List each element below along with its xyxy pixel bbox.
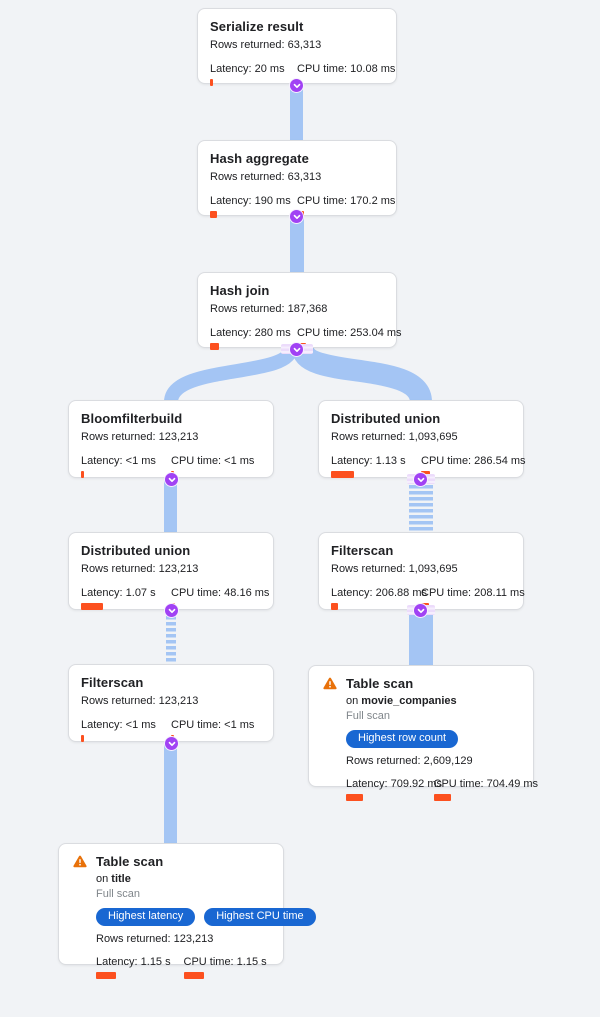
- plan-node-table-scan-movie-companies[interactable]: Table scan on movie_companies Full scan …: [308, 665, 539, 801]
- plan-node-bloomfilterbuild[interactable]: Bloomfilterbuild Rows returned: 123,213 …: [68, 400, 274, 478]
- latency-text: Latency: 1.13 s: [331, 455, 406, 467]
- edge-hashaggregate-hashjoin: [290, 214, 304, 274]
- badge-highest-latency: Highest latency: [96, 908, 196, 926]
- latency-bar: [331, 603, 338, 610]
- scan-type-text: Full scan: [346, 710, 391, 722]
- cpu-time-text: CPU time: 286.54 ms: [421, 455, 526, 467]
- node-title: Table scan: [346, 676, 414, 691]
- warning-triangle-icon: [323, 677, 337, 690]
- chevron-down-icon: [293, 214, 300, 219]
- edge-filterscan-tablescan-left: [164, 740, 177, 844]
- collapse-toggle-hash-aggregate[interactable]: [289, 209, 304, 224]
- chevron-down-icon: [417, 477, 424, 482]
- cpu-time-text: CPU time: <1 ms: [171, 719, 255, 731]
- latency-bar: [96, 972, 116, 979]
- chevron-down-icon: [168, 477, 175, 482]
- node-title: Table scan: [96, 854, 164, 869]
- node-title: Distributed union: [331, 411, 441, 426]
- chevron-down-icon: [417, 608, 424, 613]
- edge-distributedunion-filterscan-left: [166, 610, 176, 665]
- cpu-time-text: CPU time: 208.11 ms: [421, 587, 525, 599]
- plan-node-serialize-result[interactable]: Serialize result Rows returned: 63,313 L…: [197, 8, 397, 86]
- collapse-toggle-hash-join[interactable]: [289, 342, 304, 357]
- collapse-toggle-distributed-union-left[interactable]: [164, 603, 179, 618]
- edge-hashjoin-branches: [164, 348, 432, 402]
- latency-bar: [210, 343, 219, 350]
- node-title: Distributed union: [81, 543, 191, 558]
- cpu-time-text: CPU time: 1.15 s: [183, 956, 267, 968]
- cpu-time-text: CPU time: 170.2 ms: [297, 195, 396, 207]
- table-name-line: on title: [96, 873, 131, 885]
- collapse-toggle-filterscan-right[interactable]: [413, 603, 428, 618]
- latency-text: Latency: 190 ms: [210, 195, 291, 207]
- badge-highest-cpu-time: Highest CPU time: [204, 908, 316, 926]
- latency-bar: [81, 471, 84, 478]
- plan-node-hash-aggregate[interactable]: Hash aggregate Rows returned: 63,313 Lat…: [197, 140, 397, 218]
- latency-bar: [346, 794, 363, 801]
- chevron-down-icon: [168, 741, 175, 746]
- latency-text: Latency: 1.15 s: [96, 956, 171, 968]
- latency-text: Latency: 20 ms: [210, 63, 285, 75]
- cpu-time-text: CPU time: 253.04 ms: [297, 327, 402, 339]
- plan-node-hash-join[interactable]: Hash join Rows returned: 187,368 Latency…: [197, 272, 402, 350]
- node-title: Hash join: [210, 283, 270, 298]
- latency-bar: [81, 735, 84, 742]
- rows-returned-text: Rows returned: 123,213: [81, 431, 199, 443]
- collapse-toggle-filterscan-left[interactable]: [164, 736, 179, 751]
- latency-text: Latency: <1 ms: [81, 719, 156, 731]
- rows-returned-text: Rows returned: 2,609,129: [346, 755, 473, 767]
- cpu-time-text: CPU time: <1 ms: [171, 455, 255, 467]
- chevron-down-icon: [168, 608, 175, 613]
- latency-text: Latency: 280 ms: [210, 327, 291, 339]
- rows-returned-text: Rows returned: 1,093,695: [331, 431, 458, 443]
- latency-text: Latency: 206.88 ms: [331, 587, 428, 599]
- plan-node-distributed-union-right[interactable]: Distributed union Rows returned: 1,093,6…: [318, 400, 526, 478]
- collapse-toggle-serialize[interactable]: [289, 78, 304, 93]
- rows-returned-text: Rows returned: 63,313: [210, 39, 322, 51]
- node-title: Hash aggregate: [210, 151, 309, 166]
- plan-node-distributed-union-left[interactable]: Distributed union Rows returned: 123,213…: [68, 532, 274, 610]
- cpu-time-bar: [183, 972, 204, 979]
- plan-node-table-scan-title[interactable]: Table scan on title Full scan Highest la…: [58, 843, 316, 979]
- warning-triangle-icon: [73, 855, 87, 868]
- badge-highest-row-count: Highest row count: [346, 730, 459, 748]
- table-name-line: on movie_companies: [346, 695, 457, 707]
- rows-returned-text: Rows returned: 187,368: [210, 303, 328, 315]
- scan-type-text: Full scan: [96, 888, 141, 900]
- edge-serialize-hashaggregate: [290, 84, 303, 142]
- chevron-down-icon: [293, 83, 300, 88]
- edge-bloomfilterbuild-distributedunion: [164, 476, 177, 534]
- latency-text: Latency: 709.92 ms: [346, 778, 443, 790]
- collapse-toggle-distributed-union-right[interactable]: [413, 472, 428, 487]
- cpu-time-text: CPU time: 704.49 ms: [433, 778, 539, 790]
- cpu-time-text: CPU time: 48.16 ms: [171, 587, 270, 599]
- edge-distributedunion-filterscan-right: [409, 479, 433, 533]
- latency-bar: [331, 471, 354, 478]
- plan-node-filterscan-right[interactable]: Filterscan Rows returned: 1,093,695 Late…: [318, 532, 525, 610]
- latency-text: Latency: 1.07 s: [81, 587, 156, 599]
- collapse-toggle-bloomfilterbuild[interactable]: [164, 472, 179, 487]
- cpu-time-text: CPU time: 10.08 ms: [297, 63, 396, 75]
- node-title: Bloomfilterbuild: [81, 411, 183, 426]
- latency-bar: [210, 79, 213, 86]
- latency-text: Latency: <1 ms: [81, 455, 156, 467]
- rows-returned-text: Rows returned: 63,313: [210, 171, 322, 183]
- node-title: Filterscan: [331, 543, 394, 558]
- table-name: title: [111, 873, 131, 885]
- rows-returned-text: Rows returned: 123,213: [81, 695, 199, 707]
- chevron-down-icon: [293, 347, 300, 352]
- plan-node-filterscan-left[interactable]: Filterscan Rows returned: 123,213 Latenc…: [68, 664, 274, 742]
- rows-returned-text: Rows returned: 1,093,695: [331, 563, 458, 575]
- latency-bar: [210, 211, 217, 218]
- latency-bar: [81, 603, 103, 610]
- node-title: Filterscan: [81, 675, 144, 690]
- rows-returned-text: Rows returned: 123,213: [81, 563, 199, 575]
- table-name: movie_companies: [361, 695, 457, 707]
- node-title: Serialize result: [210, 19, 304, 34]
- rows-returned-text: Rows returned: 123,213: [96, 933, 214, 945]
- cpu-time-bar: [433, 794, 451, 801]
